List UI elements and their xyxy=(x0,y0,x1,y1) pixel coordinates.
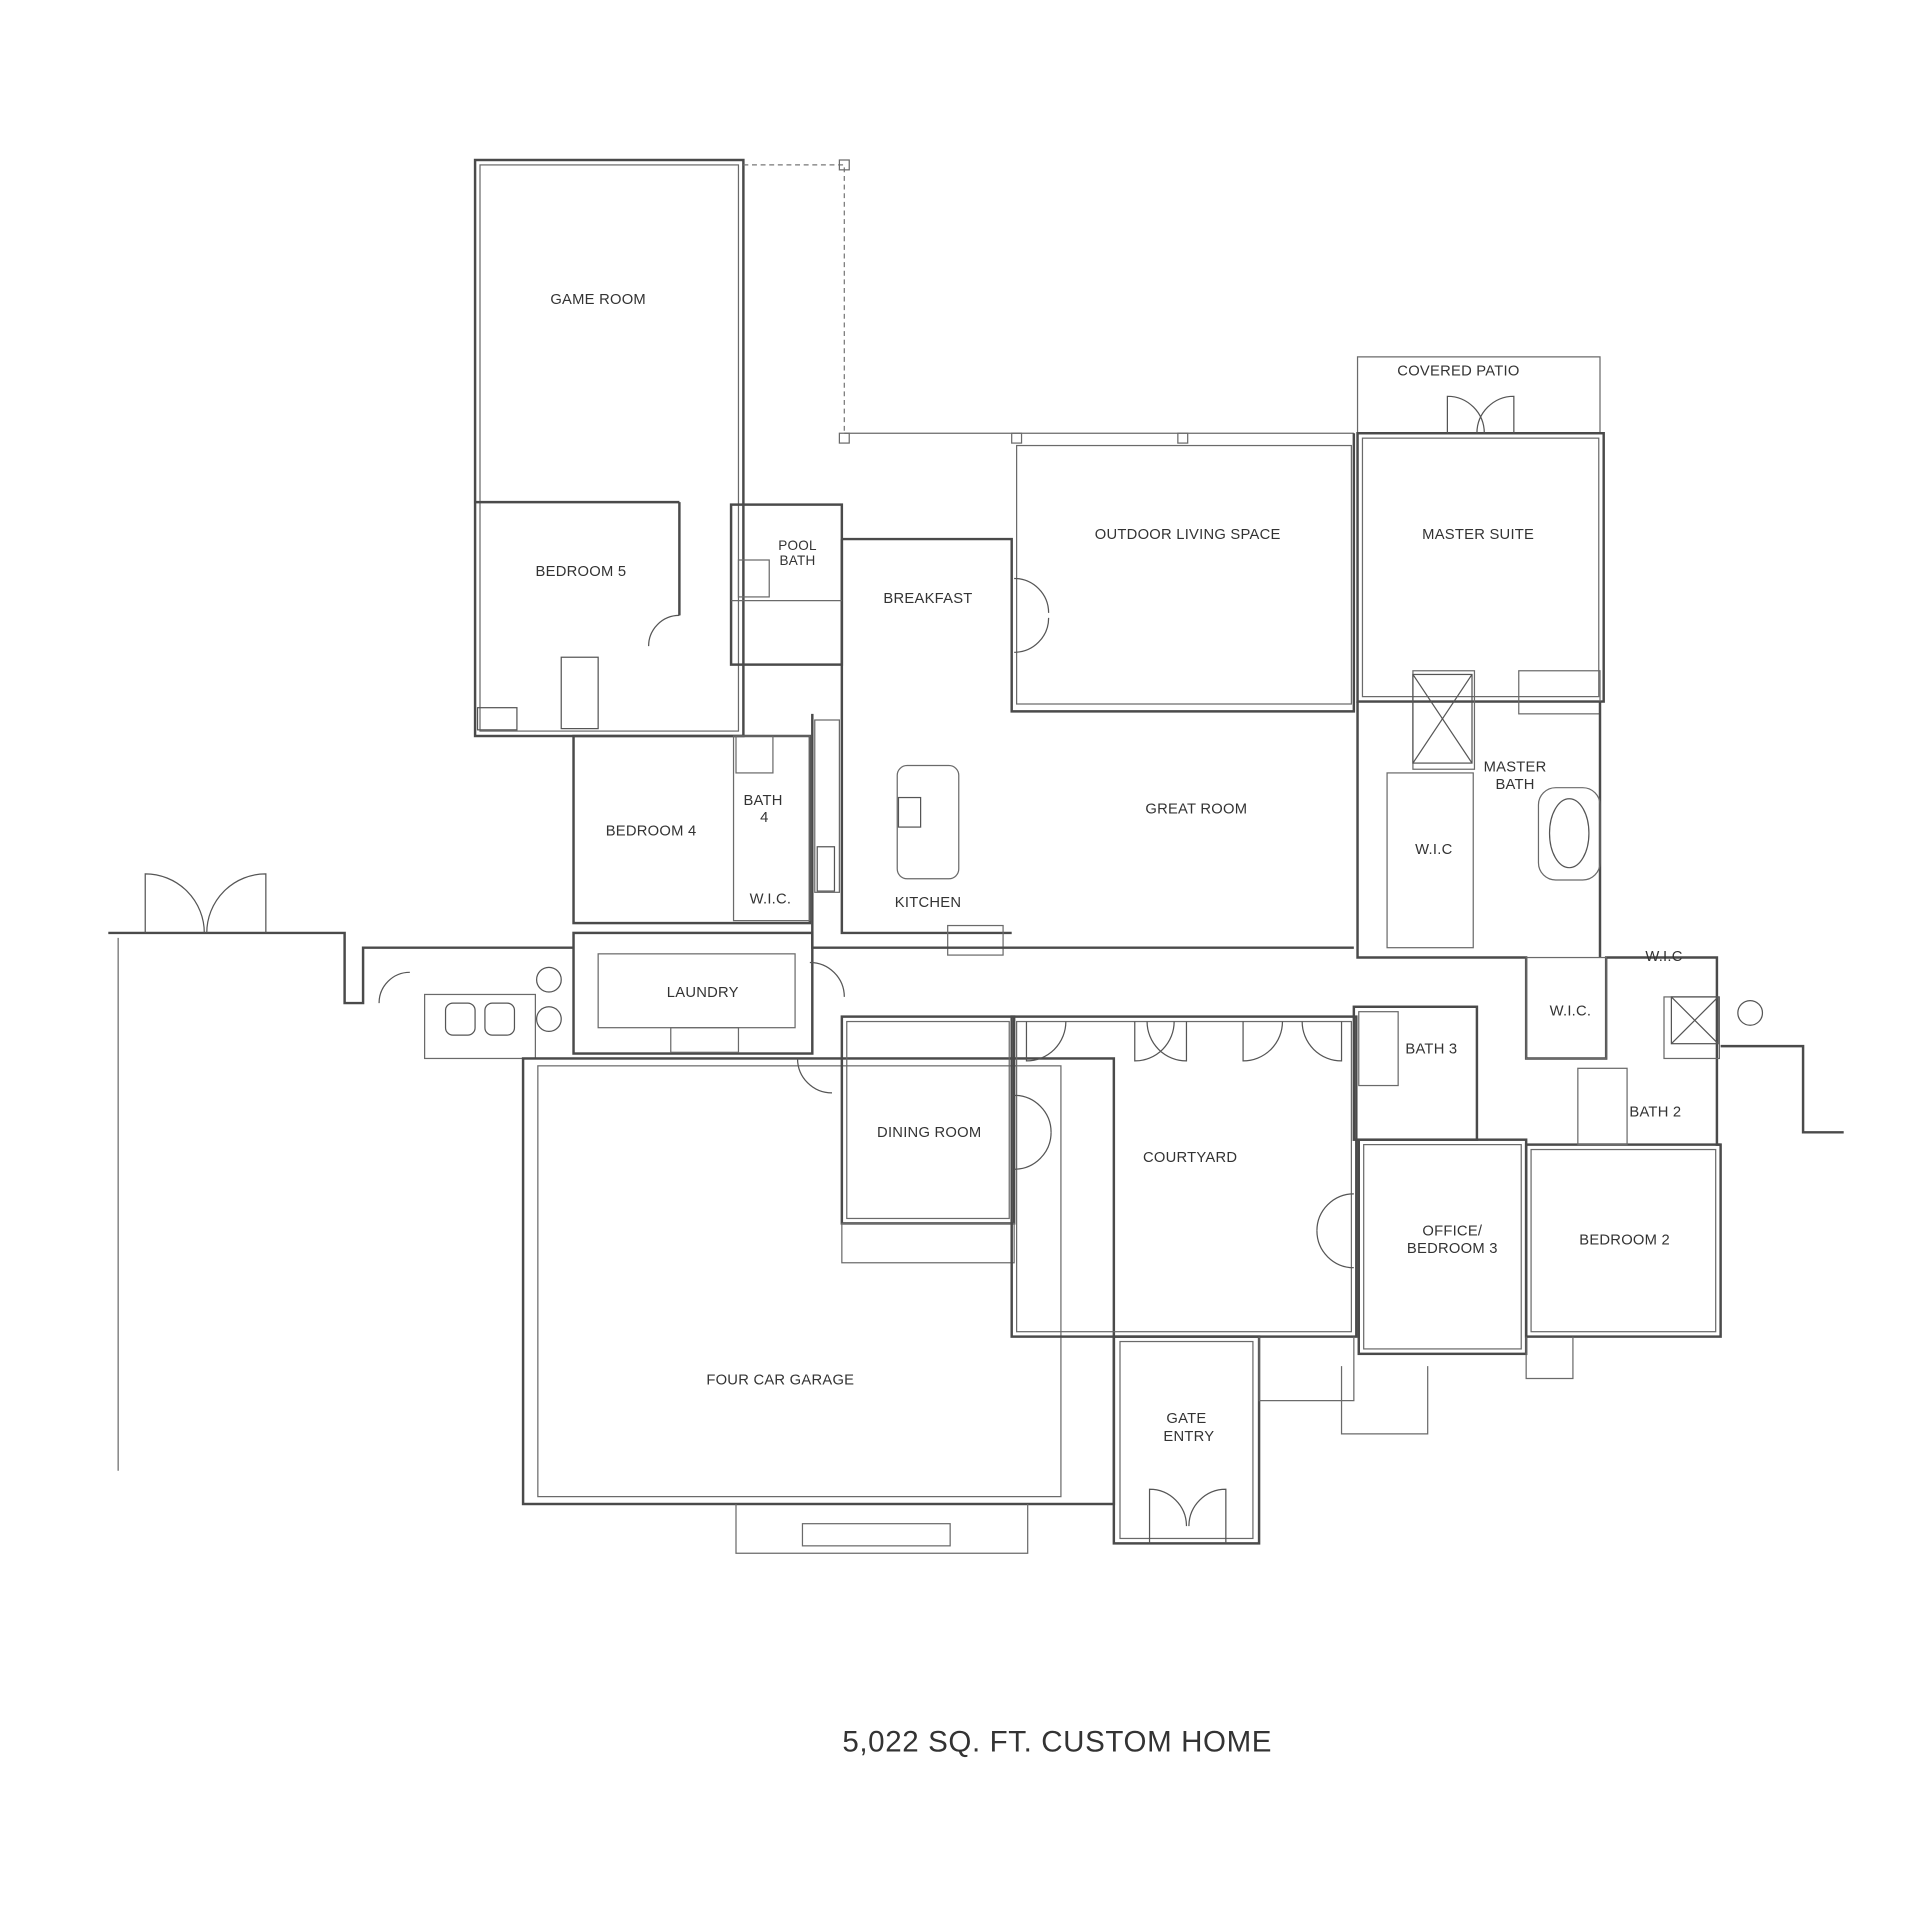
label-bath-4: BATH xyxy=(743,793,782,809)
label-wic-bedroom-2: W.I.C xyxy=(1645,949,1682,965)
walls xyxy=(108,158,1844,1554)
label-master-bath-2: BATH xyxy=(1495,777,1534,793)
fixtures xyxy=(444,656,1764,1045)
label-wic-master-bath: W.I.C. xyxy=(1550,1003,1592,1019)
label-wic-bedroom-4: W.I.C. xyxy=(750,891,792,907)
label-kitchen: KITCHEN xyxy=(895,895,961,911)
label-bath-4-num: 4 xyxy=(760,810,768,826)
label-master-bath: MASTER xyxy=(1484,760,1547,776)
label-courtyard: COURTYARD xyxy=(1143,1150,1237,1166)
label-bedroom-4: BEDROOM 4 xyxy=(606,824,697,840)
label-garage: FOUR CAR GARAGE xyxy=(706,1373,854,1389)
label-master-suite: MASTER SUITE xyxy=(1422,527,1534,543)
room-labels: GAME ROOM BEDROOM 5 POOL BATH BREAKFAST … xyxy=(536,292,1683,1445)
label-office: OFFICE/ xyxy=(1422,1224,1483,1240)
label-game-room: GAME ROOM xyxy=(550,292,646,308)
label-covered-patio: COVERED PATIO xyxy=(1397,363,1519,379)
label-dining-room: DINING ROOM xyxy=(877,1125,981,1141)
plan-title: 5,022 SQ. FT. CUSTOM HOME xyxy=(842,1725,1272,1758)
label-bedroom-5: BEDROOM 5 xyxy=(536,564,627,580)
label-outdoor-living: OUTDOOR LIVING SPACE xyxy=(1095,527,1281,543)
label-pool-bath: POOL xyxy=(778,538,817,553)
label-gate-entry-2: ENTRY xyxy=(1163,1429,1214,1445)
label-great-room: GREAT ROOM xyxy=(1145,802,1247,818)
label-bedroom-2: BEDROOM 2 xyxy=(1579,1232,1670,1248)
doors xyxy=(144,395,1515,1544)
label-pool-bath-2: BATH xyxy=(780,553,816,568)
label-bath-3: BATH 3 xyxy=(1405,1042,1457,1058)
label-gate-entry: GATE xyxy=(1166,1411,1206,1427)
label-bath-2: BATH 2 xyxy=(1629,1104,1681,1120)
label-breakfast: BREAKFAST xyxy=(883,591,972,607)
label-laundry: LAUNDRY xyxy=(667,985,739,1001)
label-office-2: BEDROOM 3 xyxy=(1407,1241,1498,1257)
label-wic-master: W.I.C xyxy=(1415,842,1452,858)
